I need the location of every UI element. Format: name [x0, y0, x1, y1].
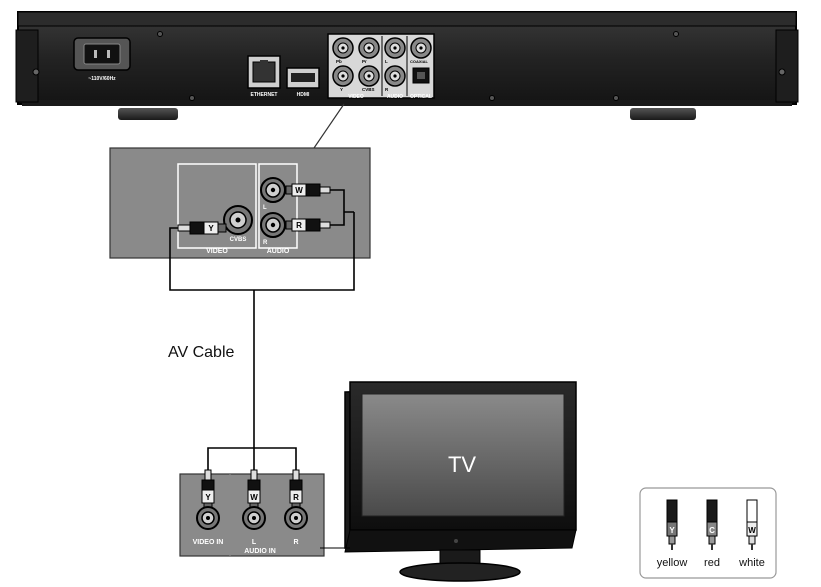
television: TV [320, 381, 577, 582]
hdmi-port: HDMI [286, 67, 320, 98]
tv-screen [361, 393, 565, 517]
zoom-r-label: R [263, 240, 268, 246]
zoom-plug-yellow: Y [177, 221, 227, 235]
device-left-end [15, 29, 39, 103]
ethernet-label: ETHERNET [251, 92, 278, 98]
zoom-video-group [177, 163, 257, 249]
port-label-coaxial: COAXIAL [410, 59, 429, 64]
zoom-cable-video [169, 227, 254, 291]
screw [489, 95, 495, 101]
tv-screen-label: TV [448, 452, 476, 477]
rca-jack [358, 65, 380, 87]
hdmi-label: HDMI [297, 92, 310, 98]
legend-label-yellow: yellow [657, 557, 688, 569]
zoom-audio-l-jack [260, 177, 286, 203]
plug-color-legend: Y yellow C red W white [639, 487, 777, 579]
legend-letter-w: W [748, 526, 756, 535]
zoom-audio-label: AUDIO [267, 248, 290, 255]
port-label-pb: Pb [336, 59, 342, 64]
zoom-cvbs-jack [223, 205, 253, 235]
tv-cable-split [207, 447, 297, 470]
zoom-cvbs-label: CVBS [230, 237, 247, 243]
zoom-video-label: VIDEO [206, 248, 228, 255]
callout-line [313, 103, 345, 149]
zoom-audio-group [258, 163, 298, 249]
tv-plug-r-letter: R [293, 493, 299, 502]
tv-audio-r-jack [284, 506, 308, 530]
tv-plug-y-letter: Y [205, 493, 211, 502]
device-rear-panel: ~110V/60Hz ETHERNET HDMI [15, 11, 799, 120]
rca-jack [332, 37, 354, 59]
screw [673, 31, 679, 37]
port-label-r: R [385, 87, 389, 92]
legend-item-yellow: Y yellow [657, 499, 688, 569]
rca-jack [384, 65, 406, 87]
tv-audio-in-label: AUDIO IN [244, 548, 276, 555]
screw [778, 68, 786, 76]
tv-audio-l-jack [242, 506, 266, 530]
power-socket: ~110V/60Hz [73, 37, 131, 82]
tv-stand-neck [439, 549, 481, 565]
zoom-plug-y-letter: Y [208, 224, 214, 233]
port-label-optical: OPTICAL [410, 94, 432, 100]
rca-jack [358, 37, 380, 59]
tv-video-in-label: VIDEO IN [193, 539, 224, 546]
zoom-panel-bg [109, 147, 371, 259]
optical-port [412, 67, 430, 84]
screw [613, 95, 619, 101]
av-cable-label: AV Cable [168, 344, 235, 361]
port-label-video: VIDEO [348, 94, 364, 100]
port-label-cvbs: CVBS [362, 87, 375, 92]
tv-l-label: L [252, 539, 257, 546]
screw [189, 95, 195, 101]
zoom-plug-red: R [285, 218, 331, 232]
port-label-pr: Pr [362, 59, 367, 64]
ethernet-port: ETHERNET [247, 55, 281, 98]
device-foot-right [630, 108, 696, 120]
device-foot-left [118, 108, 178, 120]
screw [157, 31, 163, 37]
tv-power-led [454, 539, 458, 543]
zoom-l-label: L [263, 205, 267, 211]
tv-video-in-jack [196, 506, 220, 530]
tv-stand-base [399, 562, 521, 582]
zoom-panel: CVBS VIDEO L R AUDIO Y W [109, 147, 371, 291]
legend-letter-c: C [709, 526, 715, 535]
zoom-plug-w-letter: W [295, 186, 303, 195]
device-top-edge [17, 11, 797, 27]
rca-jack [384, 37, 406, 59]
device-bottom-edge [22, 100, 792, 106]
tv-input-panel: Y W R [179, 447, 325, 557]
power-label: ~110V/60Hz [88, 76, 116, 82]
port-label-audio: AUDIO [387, 94, 403, 100]
legend-label-red: red [704, 557, 720, 569]
zoom-cable-audio-out [254, 212, 355, 291]
rca-jack [410, 37, 432, 59]
port-label-y: Y [340, 87, 343, 92]
tv-lower-bar [344, 529, 577, 553]
screw [32, 68, 40, 76]
legend-item-red: C red [704, 499, 720, 569]
port-label-l: L [385, 59, 388, 64]
zoom-cable-audio [330, 189, 354, 226]
legend-letter-y: Y [669, 526, 675, 535]
rca-port-block: Pb Pr Y CVBS L R COAXIAL VIDEO AUDIO OPT… [327, 33, 435, 100]
tv-plug-w-letter: W [250, 493, 258, 502]
zoom-plug-white: W [285, 183, 331, 197]
tv-r-label: R [293, 539, 298, 546]
legend-label-white: white [738, 557, 765, 569]
legend-item-white: W white [738, 499, 765, 569]
zoom-plug-r-letter: R [296, 221, 302, 230]
device-right-end [775, 29, 799, 103]
zoom-audio-r-jack [260, 212, 286, 238]
rca-jack [332, 65, 354, 87]
